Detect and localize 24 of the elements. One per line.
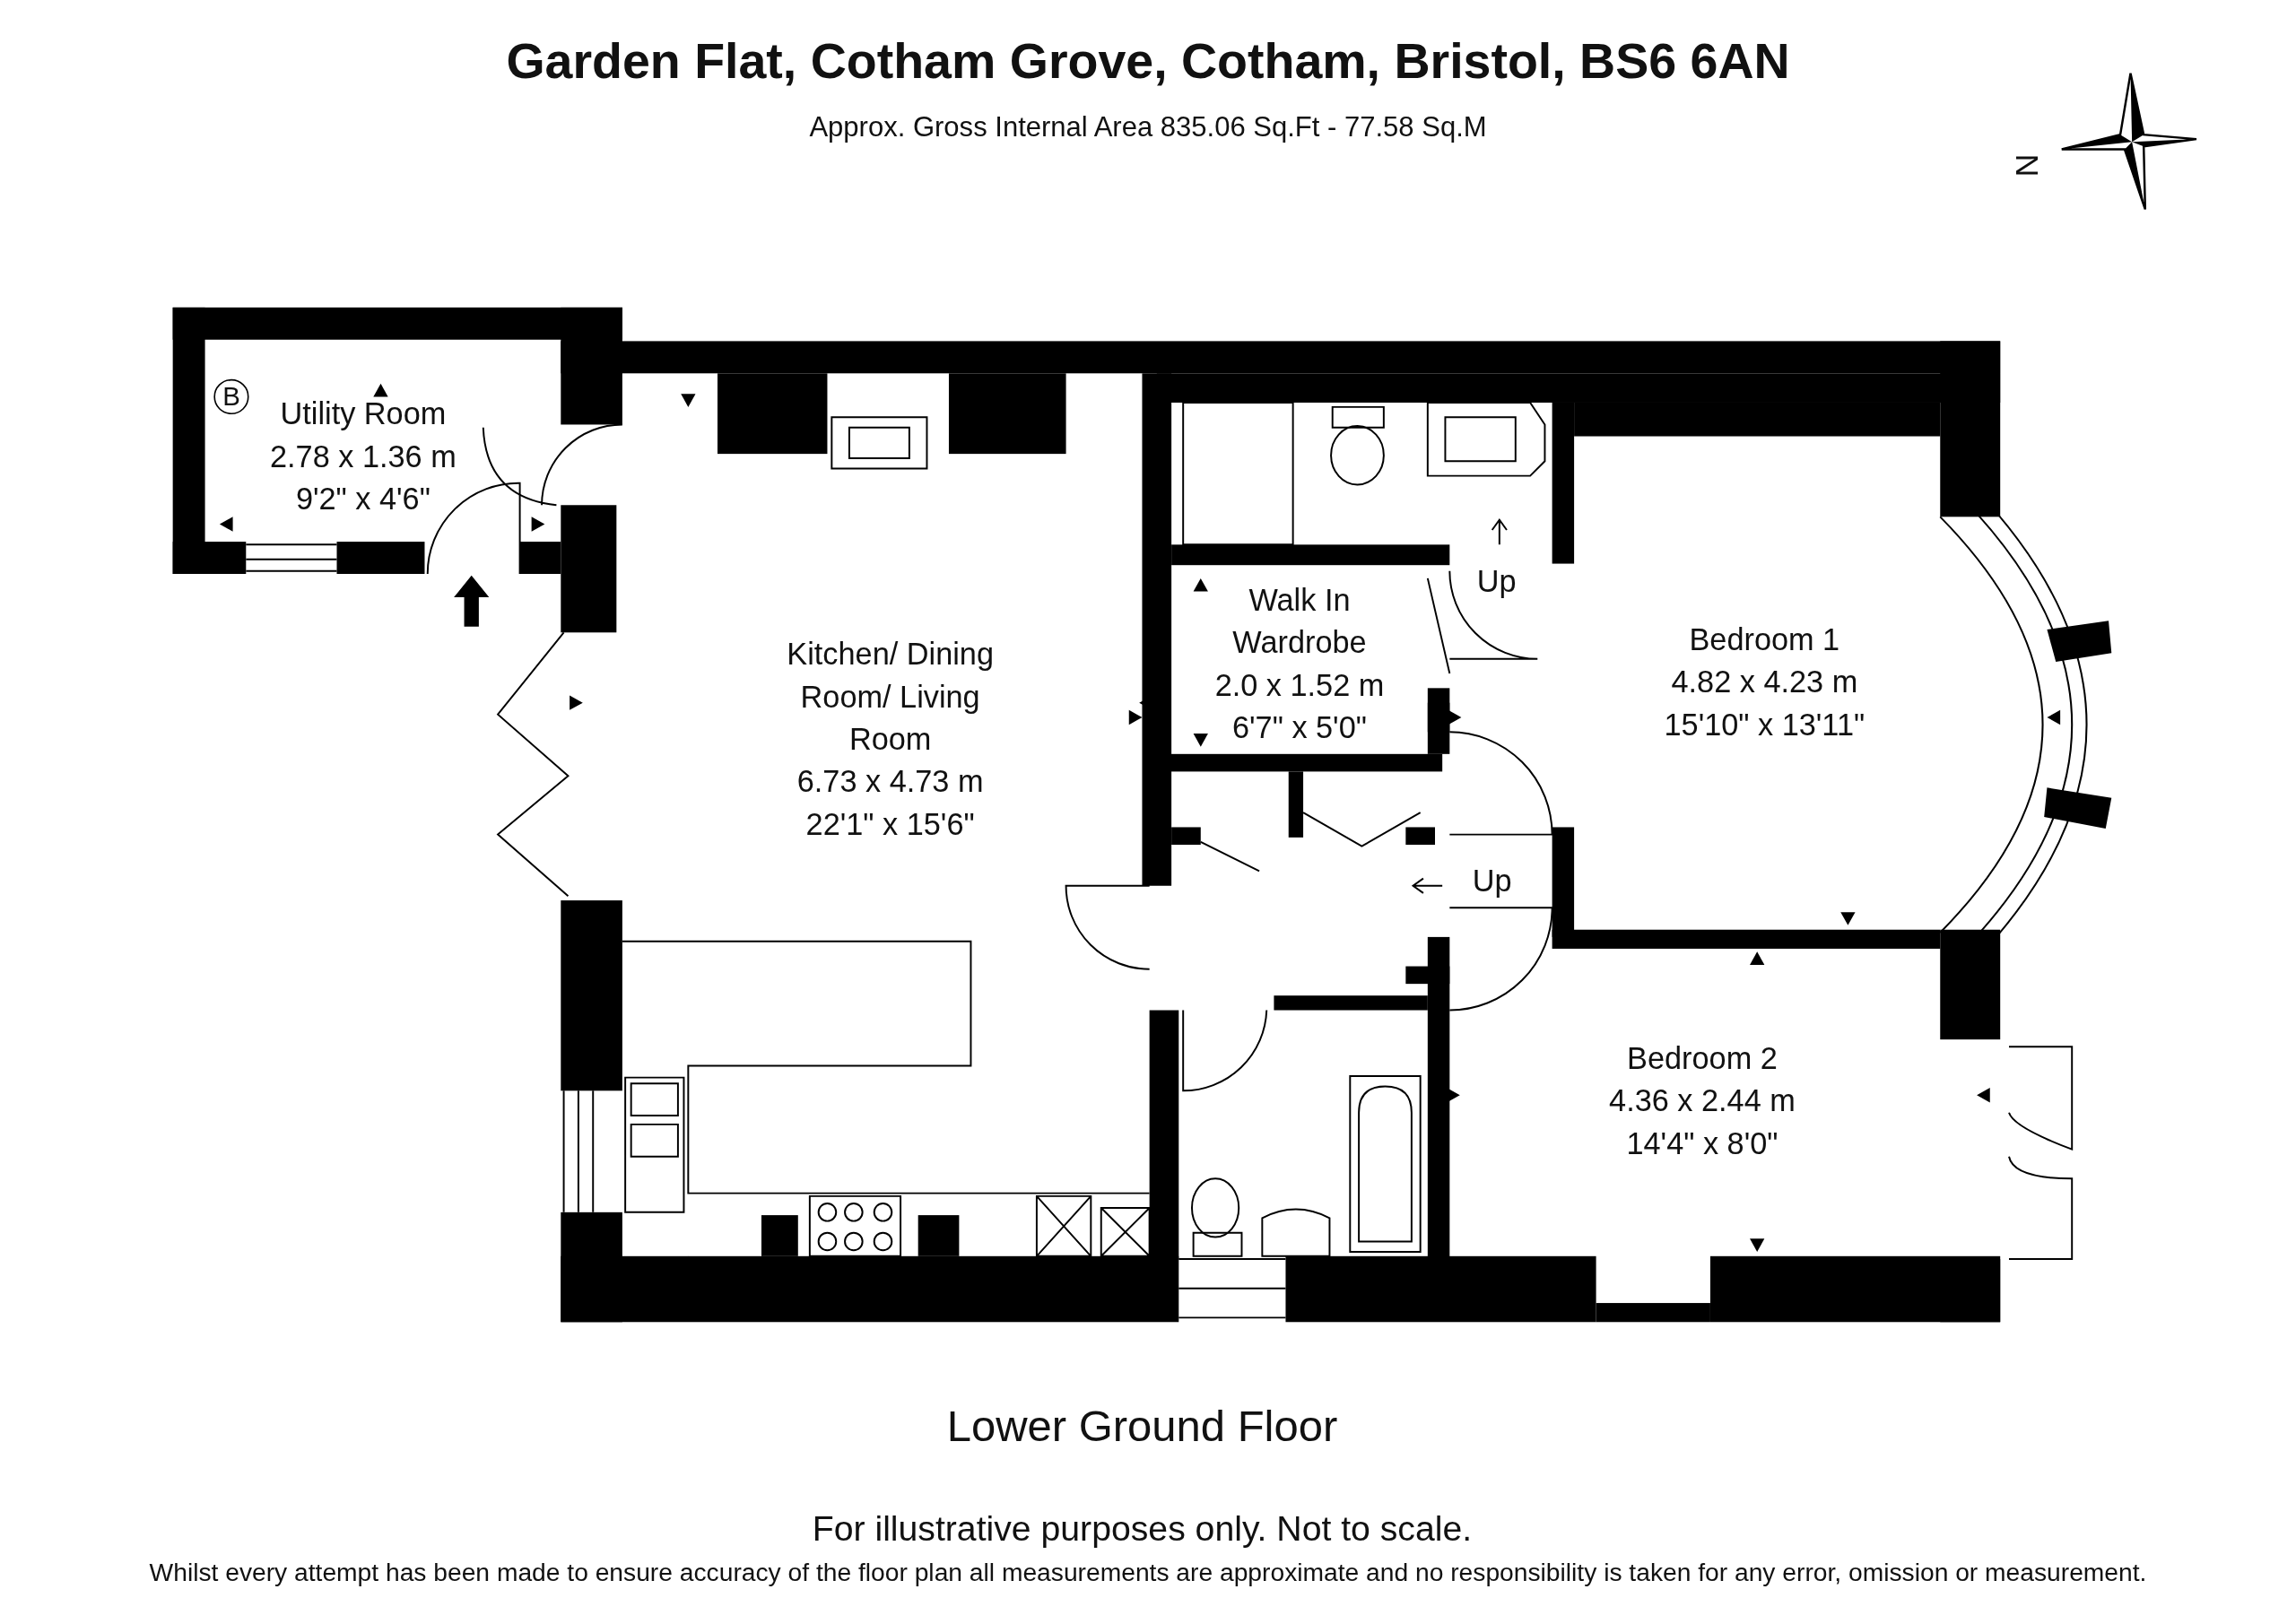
room-dimensions: 9'2" x 4'6": [295, 481, 430, 517]
plan-title: Garden Flat, Cotham Grove, Cotham, Bristol, BS6 6AN: [505, 31, 1791, 90]
room-name: Walk In Wardrobe: [1231, 581, 1368, 661]
disclaimer-note: For illustrative purposes only. Not to scale.: [812, 1507, 1473, 1550]
room-dimensions: 14'4" x 8'0": [1626, 1125, 1779, 1162]
room-dimensions: 4.36 x 2.44 m: [1609, 1082, 1796, 1119]
boiler-marker: B: [213, 378, 249, 415]
disclaimer-note: Whilst every attempt has been made to ensure accuracy of the floor plan all measurements are approximate and no responsibility is taken for any error, omission or measurement.: [149, 1558, 2147, 1589]
room-dimensions: 2.0 x 1.52 m: [1214, 666, 1385, 704]
floor-name: Lower Ground Floor: [946, 1401, 1338, 1451]
room-dimensions: 22'1" x 15'6": [805, 805, 975, 843]
room-name: Bedroom 1: [1689, 621, 1840, 658]
room-dimensions: 2.78 x 1.36 m: [270, 438, 457, 475]
room-dimensions: 15'10" x 13'11": [1664, 706, 1866, 743]
area-note: Approx. Gross Internal Area 835.06 Sq.Ft - 77.58 Sq.M: [809, 111, 1487, 143]
north-label: N: [2008, 153, 2046, 178]
room-name: Bedroom 2: [1627, 1039, 1778, 1077]
room-name: Kitchen/ Dining Room/ Living Room: [786, 636, 995, 758]
stair-label: Up: [1472, 864, 1512, 899]
room-dimensions: 6.73 x 4.73 m: [796, 763, 984, 800]
room-dimensions: 4.82 x 4.23 m: [1671, 664, 1858, 700]
room-name: Utility Room: [280, 395, 447, 432]
stair-label: Up: [1476, 563, 1517, 599]
room-dimensions: 6'7" x 5'0": [1232, 708, 1367, 746]
